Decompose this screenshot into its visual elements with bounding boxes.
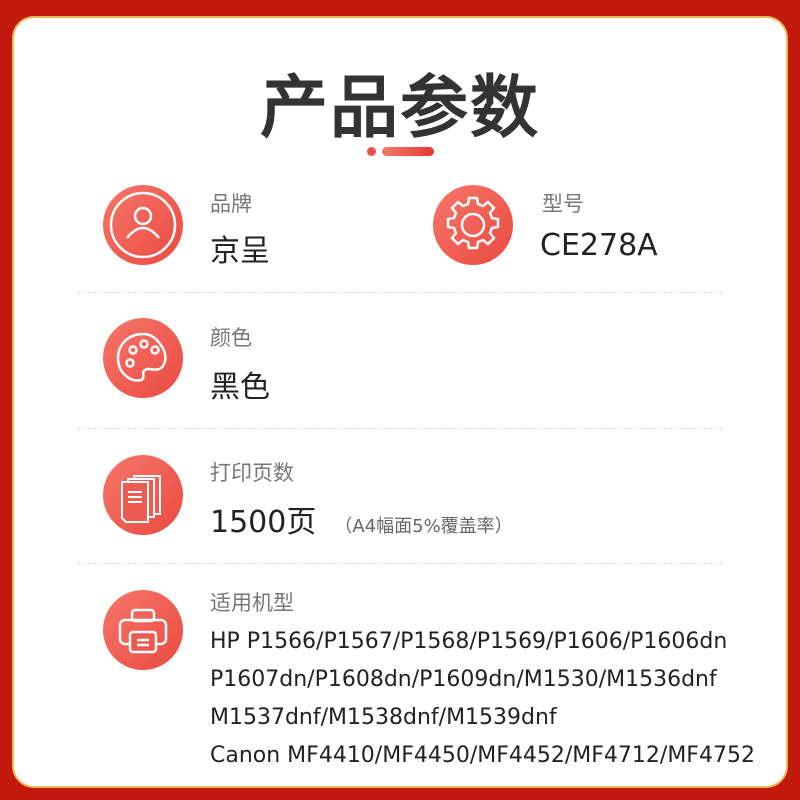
title-decoration-dot xyxy=(367,147,376,156)
divider xyxy=(78,292,722,293)
compat-line: M1537dnf/M1538dnf/M1539dnf xyxy=(210,705,557,730)
color-value: 黑色 xyxy=(210,370,270,405)
user-icon xyxy=(103,185,183,265)
brand-label: 品牌 xyxy=(210,192,252,216)
compat-line: Canon MF4410/MF4450/MF4452/MF4712/MF4752 xyxy=(210,743,755,768)
model-value: CE278A xyxy=(540,228,658,263)
pages-label: 打印页数 xyxy=(210,461,294,485)
pages-note: （A4幅面5%覆盖率） xyxy=(334,516,513,537)
model-label: 型号 xyxy=(542,192,584,216)
title-decoration-bar xyxy=(382,147,434,156)
brand-value: 京呈 xyxy=(210,234,270,269)
compat-line: P1607dn/P1608dn/P1609dn/M1530/M1536dnf xyxy=(210,667,717,692)
pages-row: 1500页 （A4幅面5%覆盖率） xyxy=(210,497,513,541)
compat-line: HP P1566/P1567/P1568/P1569/P1606/P1606dn xyxy=(210,629,728,654)
printer-icon xyxy=(103,590,183,670)
divider xyxy=(78,428,722,429)
pages-value: 1500页 xyxy=(210,505,317,540)
compat-label: 适用机型 xyxy=(210,591,294,615)
divider xyxy=(78,563,722,564)
color-label: 颜色 xyxy=(210,326,252,350)
palette-icon xyxy=(103,318,183,398)
page-title: 产品参数 xyxy=(259,69,540,148)
gear-icon xyxy=(433,185,513,265)
documents-icon xyxy=(103,455,183,535)
